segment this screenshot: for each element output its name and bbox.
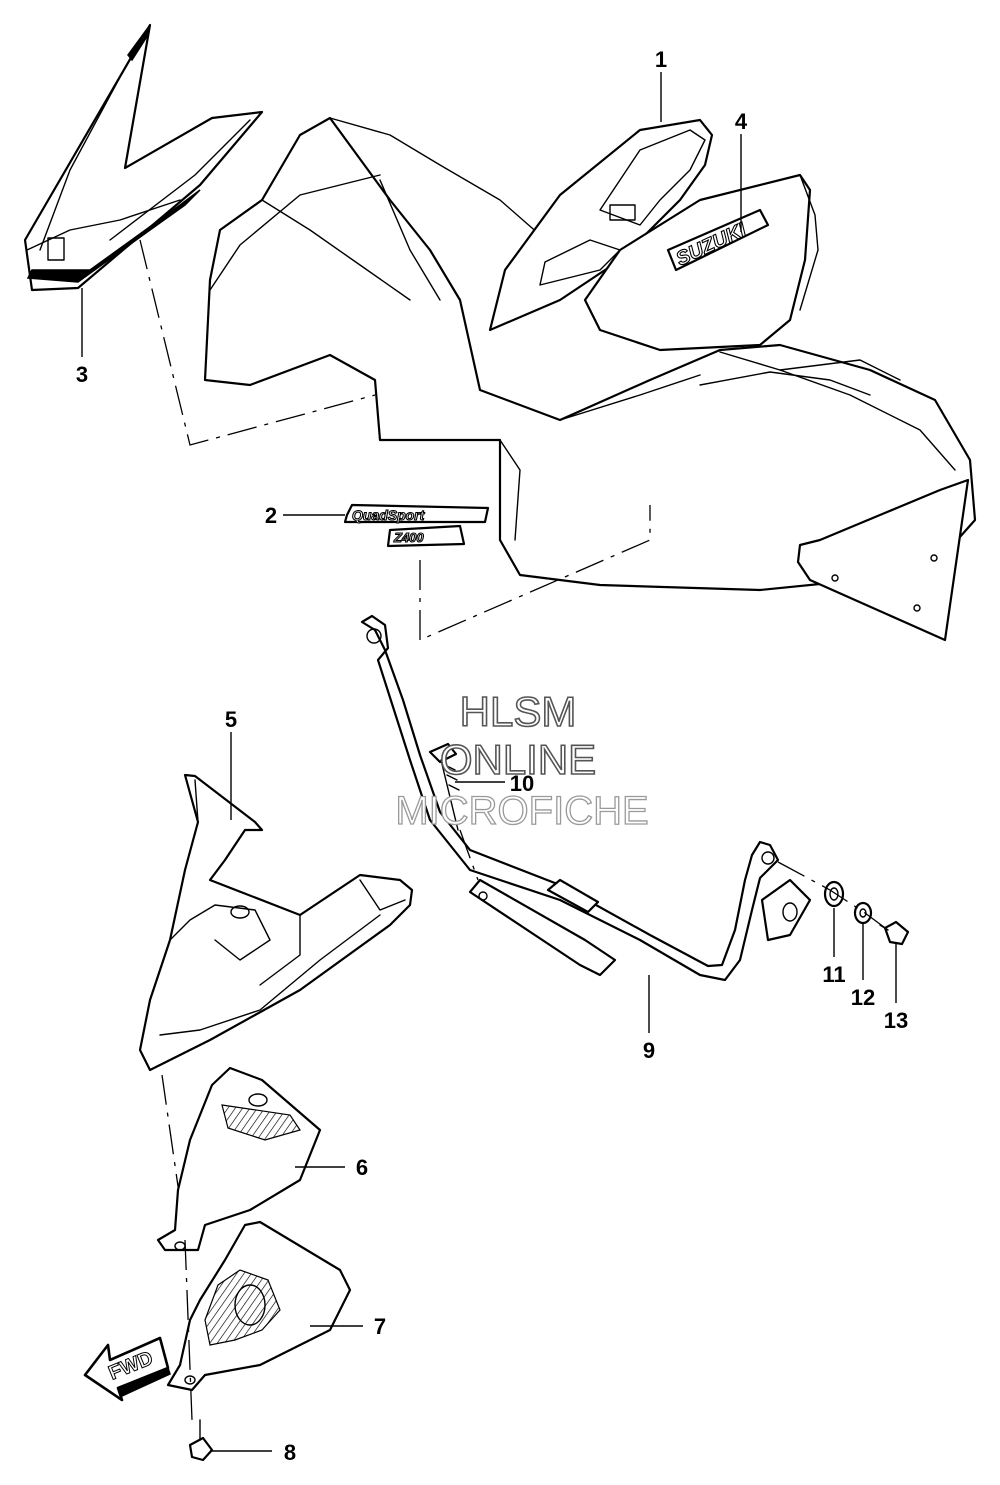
part-1-upper-cover [488,118,714,332]
front-fender-body [139,116,977,642]
watermark-line3: MICROFICHE [395,789,648,833]
watermark: HLSM ONLINE MICROFICHE [395,687,650,833]
callout-labels: 1 2 3 4 5 6 7 8 9 10 11 12 13 [76,47,908,1465]
part-3-front-emblem-decal [23,23,264,292]
callout-10: 10 [510,771,534,796]
callout-5: 5 [225,707,237,732]
part-9-bumper-bar [360,614,812,982]
callout-7: 7 [374,1314,386,1339]
part-6-lower-grille [156,1066,322,1252]
part-13-screw [879,920,910,946]
callout-6: 6 [356,1155,368,1180]
callout-9: 9 [643,1038,655,1063]
part-10-bolt [428,742,479,881]
callout-3: 3 [76,362,88,387]
callout-2: 2 [265,503,277,528]
part-11-grommet [823,880,845,908]
part-7-lower-guard [166,1220,352,1421]
callout-13: 13 [884,1008,908,1033]
part-4-side-panel: SUZUKI [583,173,819,352]
part-12-washer [853,901,873,925]
watermark-line1: HLSM [460,688,577,735]
part-5-front-cowl [138,773,414,1236]
suzuki-s-logo-icon [47,237,65,261]
part-2-model-decal: QuadSport Z400 [343,503,490,548]
callout-leaders [81,72,897,1452]
part-8-screw [188,1419,214,1462]
callout-12: 12 [851,985,875,1010]
callout-4: 4 [735,109,748,134]
callout-1: 1 [655,47,667,72]
callout-8: 8 [284,1440,296,1465]
model-decal-line2: Z400 [393,530,424,545]
callout-11: 11 [822,962,845,987]
fwd-direction-arrow-icon: FWD [83,1336,171,1402]
model-decal-line1: QuadSport [352,507,426,523]
watermark-line2: ONLINE [440,736,596,783]
